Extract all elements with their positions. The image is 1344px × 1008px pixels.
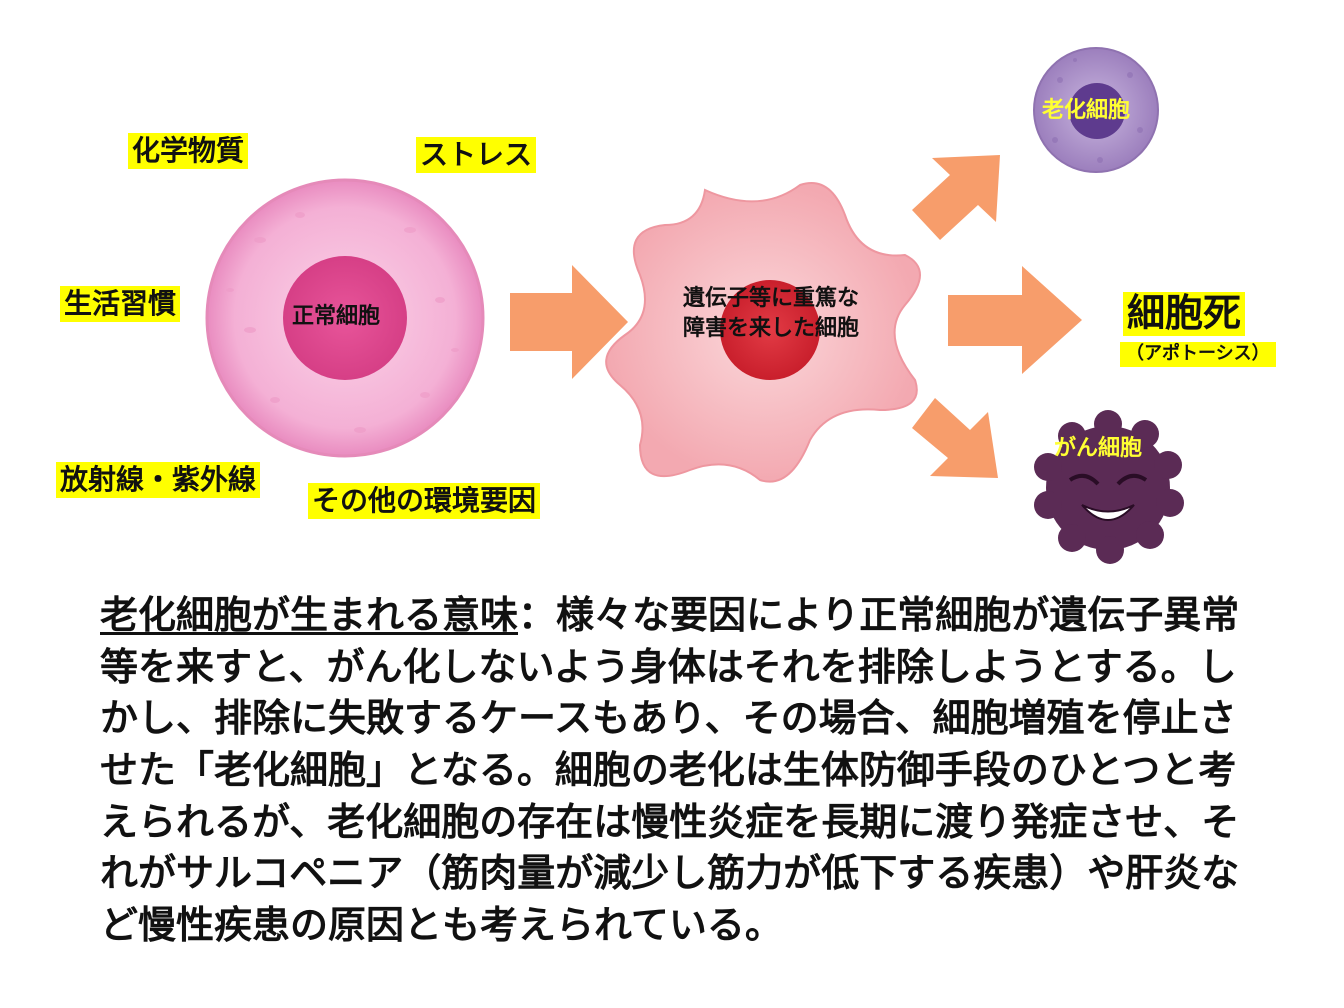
damaged-cell-label-line1: 遺伝子等に重篤な (683, 286, 860, 311)
description-heading: 老化細胞が生まれる意味 (100, 593, 519, 637)
factor-stress: ストレス (416, 137, 537, 174)
senescent-cell (1033, 47, 1159, 173)
arrow-up-right-icon (912, 155, 1000, 240)
description-separator: ： (518, 593, 557, 637)
factor-lifestyle: 生活習慣 (60, 286, 181, 323)
factor-other-env: その他の環境要因 (308, 483, 541, 520)
description-body: 様々な要因により正常細胞が遺伝子異常等を来すと、がん化しないよう身体はそれを排除… (100, 593, 1240, 948)
apoptosis-label: （アポトーシス） (1120, 342, 1276, 367)
damaged-cell (605, 182, 921, 483)
senescent-cell-label: 老化細胞 (1042, 98, 1131, 123)
damaged-cell-label-line2: 障害を来した細胞 (683, 316, 860, 341)
cell-death-label: 細胞死 (1123, 291, 1246, 336)
arrow-right-icon (510, 265, 628, 379)
cancer-cell-label: がん細胞 (1054, 436, 1143, 461)
factor-radiation: 放射線・紫外線 (56, 462, 261, 499)
cancer-cell (1034, 410, 1184, 564)
factor-chemical: 化学物質 (128, 133, 249, 170)
description-paragraph: 老化細胞が生まれる意味：様々な要因により正常細胞が遺伝子異常等を来すと、がん化し… (100, 590, 1240, 952)
normal-cell (205, 178, 485, 458)
cell-fate-diagram: 化学物質 ストレス 生活習慣 放射線・紫外線 その他の環境要因 正常細胞 遺伝子… (56, 47, 1276, 564)
arrow-down-right-icon (912, 398, 998, 478)
arrow-right-icon (948, 266, 1082, 374)
normal-cell-label: 正常細胞 (292, 304, 381, 329)
diagram-graphics (205, 47, 1184, 564)
